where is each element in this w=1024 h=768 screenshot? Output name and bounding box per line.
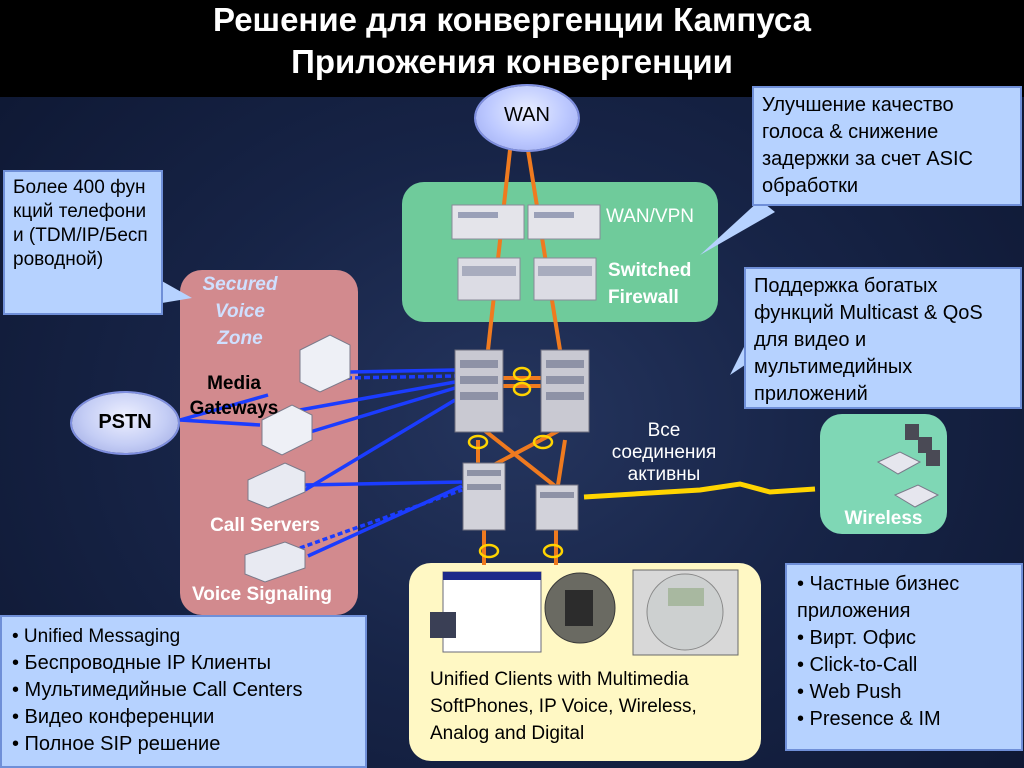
vpn-appliances [451,204,601,240]
applications-list: • Частные бизнес приложения • Вирт. Офис… [797,571,1011,733]
features-list-box: • Unified Messaging • Беспроводные IP Кл… [0,615,367,768]
multicast-callout-text: Поддержка богатых функций Multicast & Qo… [754,275,983,405]
page-title: Решение для конвергенции Кампуса [213,1,811,38]
wireless-link [583,481,816,500]
media-gateway-devices [261,334,351,456]
secured-voice-zone-label: Secured Voice Zone [202,274,278,349]
wan-link-left [486,149,512,351]
wireless-label: Wireless [844,508,923,529]
telephony-callout-text: Более 400 функций телефонии (TDM/IP/Бесп… [13,177,148,270]
call-servers-label: Call Servers [210,515,320,536]
applications-list-box: • Частные бизнес приложения • Вирт. Офис… [785,563,1023,751]
cross-link-1 [482,428,562,492]
switched-firewall-label: Switched Firewall [608,260,692,308]
page-subtitle: Приложения конвергенции [291,43,733,80]
wan-vpn-label: WAN/VPN [606,206,694,227]
pstn-label: PSTN [98,411,152,433]
voice-signaling-label: Voice Signaling [191,584,333,605]
callout-pointer-quality [700,200,775,255]
list-item: • Беспроводные IP Клиенты [12,652,272,674]
telephony-callout: Более 400 функций телефонии (TDM/IP/Бесп… [3,170,163,315]
list-item: • Вирт. Офис [797,627,916,649]
lag-markers [467,366,564,559]
features-list: • Unified Messaging • Беспроводные IP Кл… [12,623,355,758]
wireless-zone [820,414,947,534]
wireless-devices [876,424,940,508]
list-item: • Видео конференции [12,706,215,728]
client-images [430,569,739,656]
list-item: • Click-to-Call [797,654,918,676]
wan-label: WAN [504,104,550,126]
call-server-devices [244,462,306,583]
list-item: • Unified Messaging [12,626,181,647]
firewall-appliances [457,257,597,301]
multicast-callout: Поддержка богатых функций Multicast & Qo… [744,267,1022,409]
edge-switches [462,462,579,531]
title-bar: Решение для конвергенции Кампуса Приложе… [0,0,1024,97]
media-gateways-label: Media Gateways [189,373,279,419]
list-item: • Частные бизнес приложения [797,573,960,622]
unified-clients-text: Unified Clients with Multimedia SoftPhon… [430,669,697,744]
core-link-right-down [556,439,567,486]
list-item: • Web Push [797,681,902,703]
list-item: • Presence & IM [797,708,941,730]
callout-pointer-multicast [730,345,745,375]
voice-quality-callout: Улучшение качество голоса & снижение зад… [752,86,1022,206]
list-item: • Полное SIP решение [12,733,221,755]
active-connections-label: Все соединения активны [611,420,717,485]
voice-quality-callout-text: Улучшение качество голоса & снижение зад… [762,94,973,197]
core-switches [454,349,590,433]
pstn-cloud: PSTN [72,393,178,453]
wan-link-right [526,149,562,351]
list-item: • Мультимедийные Call Centers [12,679,303,701]
wan-cloud: WAN [476,86,578,150]
blue-links [179,368,463,558]
